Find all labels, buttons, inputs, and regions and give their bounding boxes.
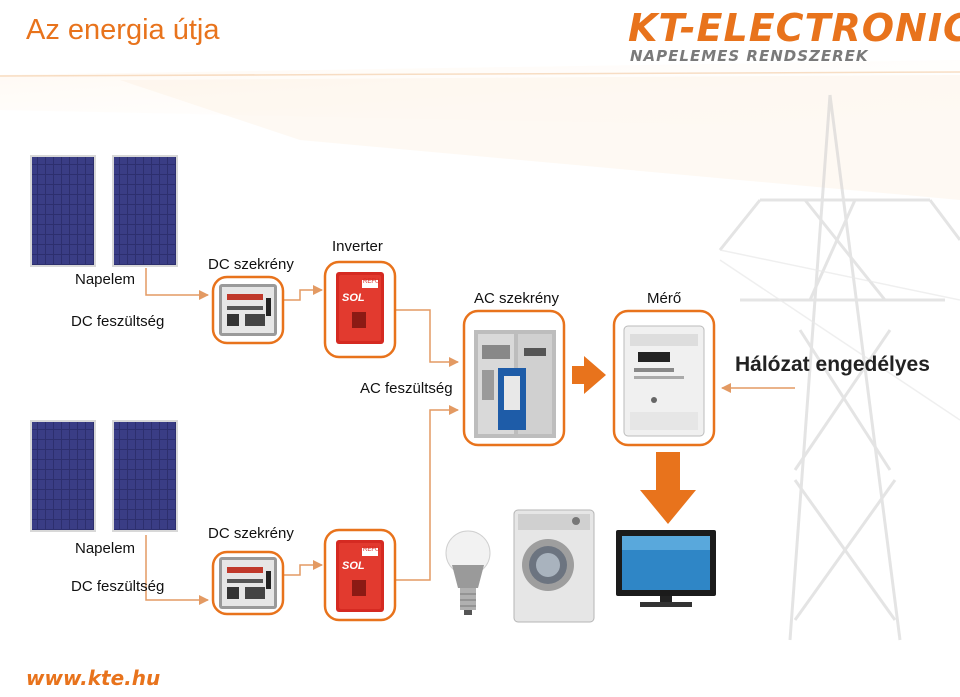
solar-panel-icon [112, 155, 178, 267]
tv-icon [616, 530, 716, 607]
label-dc-szekreny-bottom: DC szekrény [208, 525, 294, 542]
label-dc-szekreny-top: DC szekrény [208, 256, 294, 273]
ac-box-icon [474, 330, 556, 438]
dc-box-icon [219, 557, 277, 609]
solar-panel-icon [30, 420, 96, 532]
bulb-icon [445, 530, 491, 615]
pylon-icon [718, 94, 960, 641]
arrow-down-icon [640, 452, 696, 524]
arrow-right-icon [572, 356, 606, 394]
svg-text:REFU: REFU [363, 547, 379, 553]
footer-url[interactable]: www.kte.hu [26, 666, 161, 690]
label-inverter: Inverter [332, 238, 383, 255]
inverter-icon: REFU SOL [336, 540, 384, 612]
inverter-icon: REFU SOL [336, 272, 384, 344]
svg-text:REFU: REFU [363, 279, 379, 285]
label-dc-feszultseg-bottom: DC feszültség [71, 578, 165, 595]
label-mero: Mérő [647, 290, 682, 307]
svg-text:SOL: SOL [342, 292, 365, 304]
company-logo: KT-ELECTRONIC [628, 6, 960, 50]
label-halozat-engedelyes: Hálózat engedélyes [735, 353, 930, 376]
solar-panel-icon [112, 420, 178, 532]
washing-machine-icon [513, 509, 595, 623]
label-ac-szekreny: AC szekrény [474, 290, 560, 307]
label-napelem-bottom: Napelem [75, 540, 136, 557]
page-title: Az energia útja [26, 14, 220, 46]
label-napelem-top: Napelem [75, 271, 136, 288]
meter-icon [623, 325, 705, 437]
svg-text:SOL: SOL [342, 560, 365, 572]
label-dc-feszultseg-top: DC feszültség [71, 313, 165, 330]
dc-box-icon [219, 284, 277, 336]
solar-panel-icon [30, 155, 96, 267]
company-tagline: NAPELEMES RENDSZEREK [630, 47, 869, 65]
label-ac-feszultseg: AC feszültség [360, 380, 453, 397]
